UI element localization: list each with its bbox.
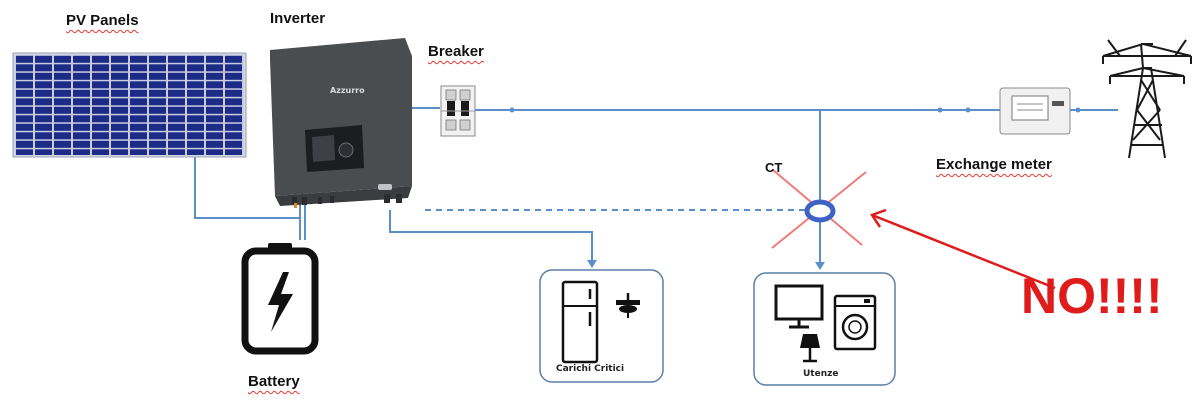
power-pylon-icon [1102,39,1192,159]
solar-panel-icon [12,52,247,158]
ceiling-fan-icon [616,293,640,318]
ct-label: CT [765,160,783,175]
loads-arrow [815,262,825,270]
critical-loads-label: Carichi Critici [556,364,625,374]
critical-loads-wire [389,210,593,262]
pv-panels-label: PV Panels [66,12,139,29]
wire-dot [509,107,515,113]
wire-dot [965,107,971,113]
exchange-meter-label: Exchange meter [936,156,1052,173]
energy-meter-icon [999,87,1071,135]
lamp-icon [800,334,820,363]
inverter-icon: Azzurro [270,38,412,208]
inverter-brand: Azzurro [330,86,365,95]
breaker-label: Breaker [428,43,484,60]
breaker-icon [440,85,476,137]
critical-loads-arrow [587,260,597,268]
warning-arrow-icon [870,208,1056,290]
washing-machine-icon [833,294,877,351]
wire-dot [1075,107,1081,113]
loads-box [753,272,896,386]
loads-label: Utenze [803,369,839,379]
warning-text: NO!!!! [1021,268,1163,324]
tv-icon [774,284,824,329]
battery-label: Battery [248,373,300,390]
ct-sensor [771,169,867,249]
battery-icon [241,243,319,355]
fridge-icon [561,280,599,364]
critical-loads-box [539,269,664,383]
wire-dot [937,107,943,113]
inverter-label: Inverter [270,10,326,27]
